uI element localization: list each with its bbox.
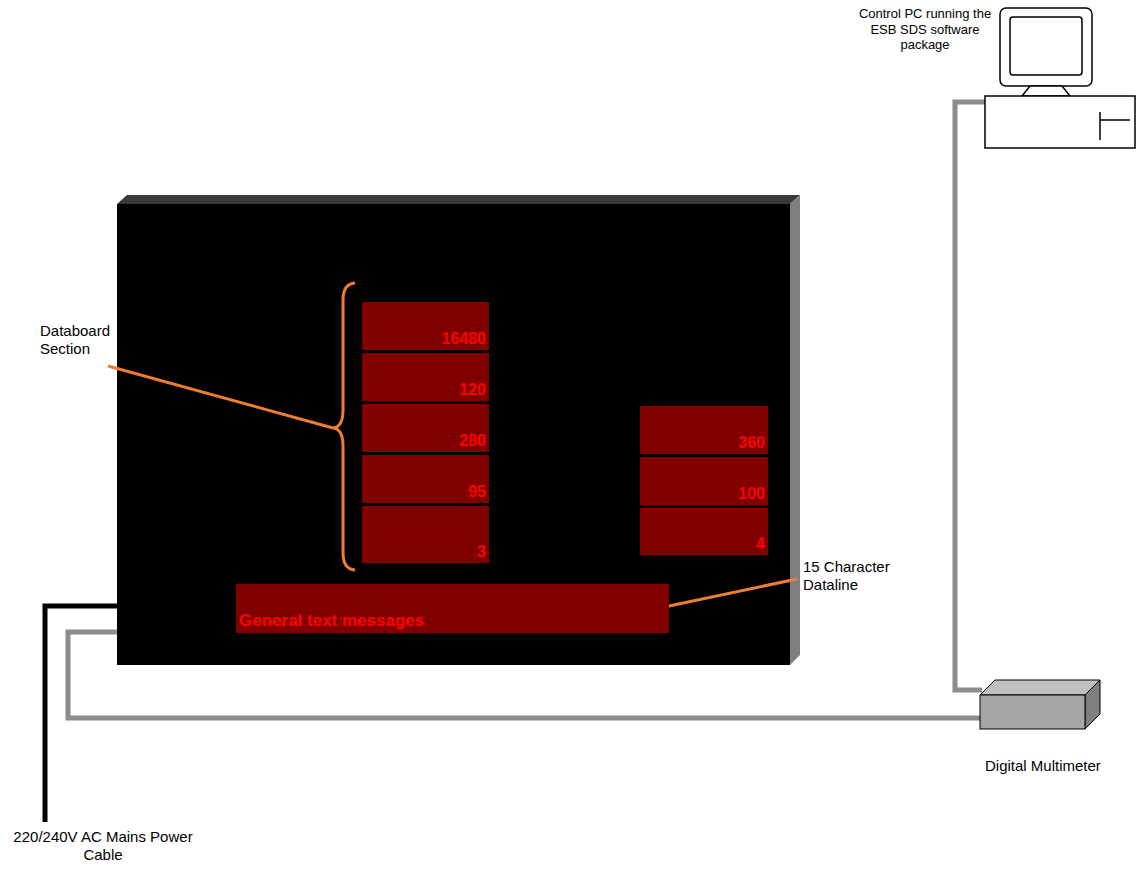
board-side-edge — [790, 195, 800, 665]
data-cell: 100 — [640, 457, 768, 505]
multimeter-icon — [980, 680, 1100, 729]
callout-label: Databoard Section — [40, 322, 135, 358]
data-cell: 360 — [640, 406, 768, 454]
callout-label: Digital Multimeter — [985, 757, 1135, 775]
data-value: 4 — [753, 535, 768, 555]
data-value: 3 — [474, 543, 489, 563]
data-value: 280 — [456, 432, 489, 452]
data-cell: 280 — [362, 404, 489, 452]
data-cable — [68, 632, 982, 718]
curly-bracket — [333, 283, 355, 570]
callout-label: 220/240V AC Mains Power Cable — [8, 828, 198, 864]
data-value: 360 — [735, 434, 768, 454]
dataline-box: General text messages — [236, 584, 669, 633]
data-cell: 3 — [362, 506, 489, 563]
leader-line — [108, 366, 333, 428]
data-cell: 16480 — [362, 302, 489, 350]
data-cell: 95 — [362, 455, 489, 503]
power-cable — [45, 606, 117, 822]
board-top-edge — [117, 195, 800, 204]
data-value: 100 — [735, 485, 768, 505]
display-board — [117, 204, 790, 665]
data-value: 95 — [465, 483, 489, 503]
data-cable — [955, 102, 985, 690]
pc-icon — [985, 8, 1135, 148]
data-value: 16480 — [439, 330, 490, 350]
data-cell: 4 — [640, 508, 768, 555]
data-value: 120 — [456, 381, 489, 401]
data-cell: 120 — [362, 353, 489, 401]
dataline-text: General text messages — [236, 612, 427, 633]
callout-label: Control PC running the ESB SDS software … — [855, 6, 995, 53]
leader-line — [650, 579, 797, 610]
callout-label: 15 Character Dataline — [803, 558, 923, 594]
